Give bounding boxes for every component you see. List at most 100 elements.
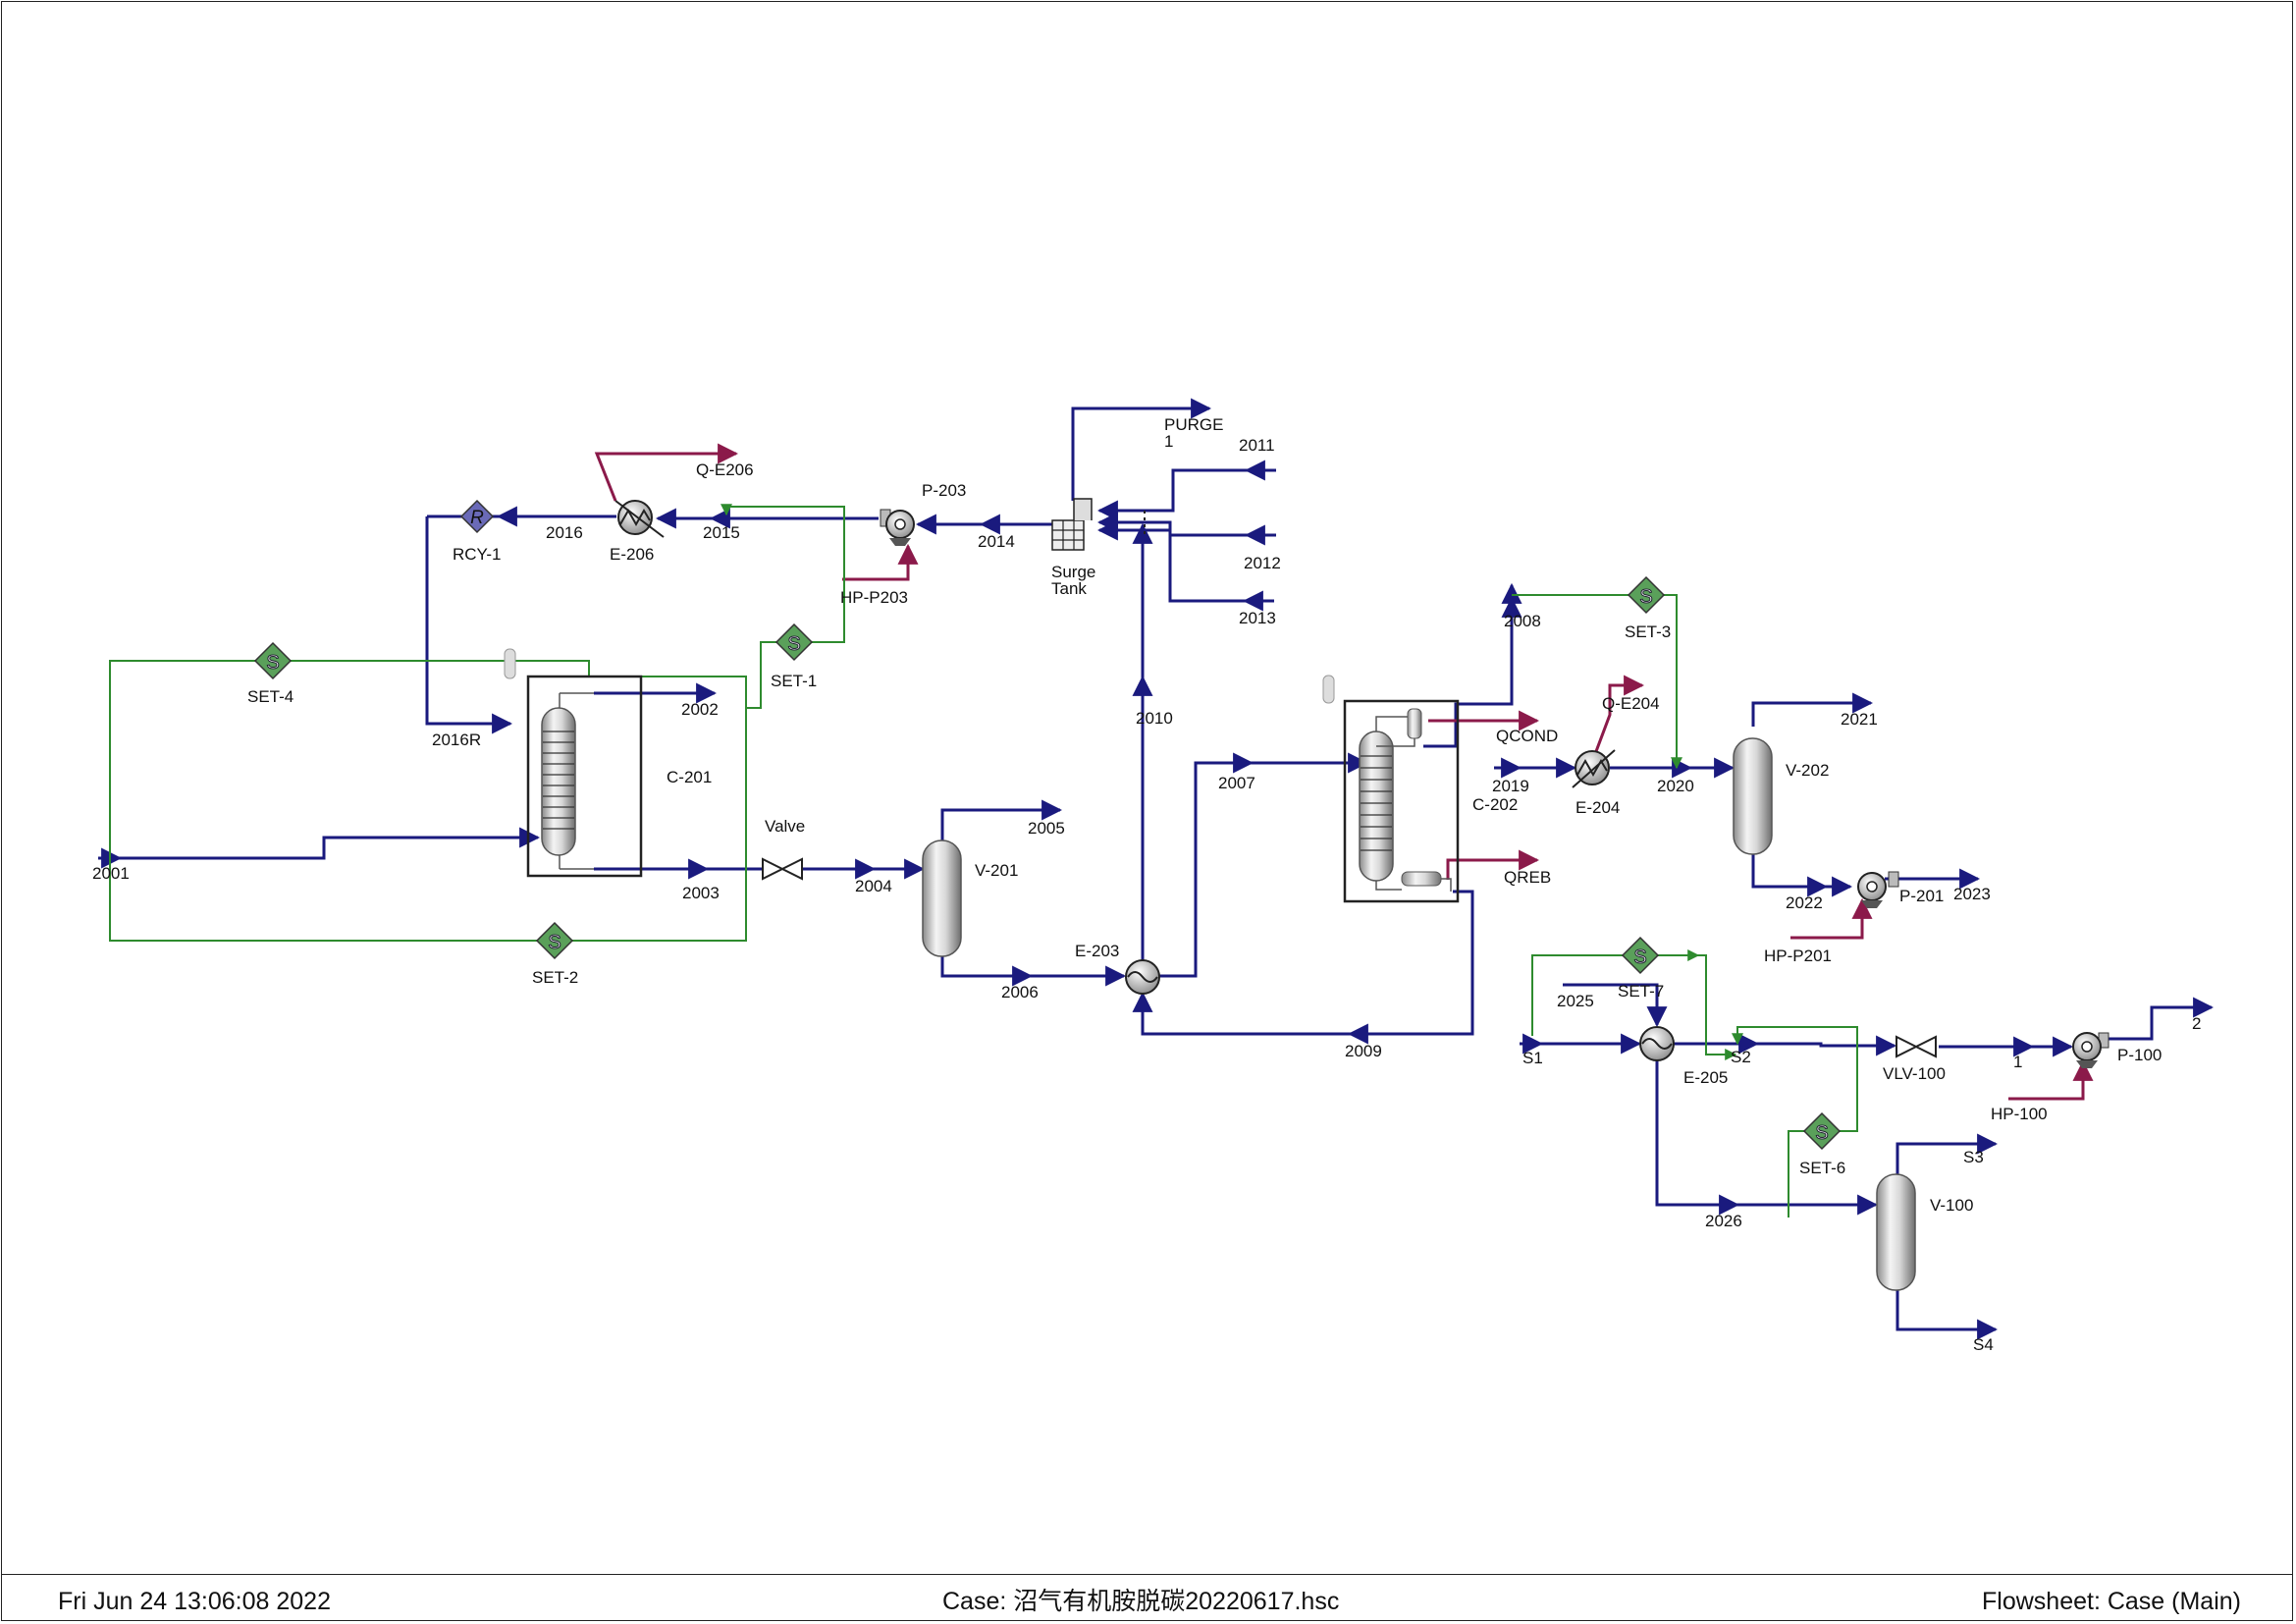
recycle-letter: R <box>470 508 484 528</box>
label-2011: 2011 <box>1239 436 1275 455</box>
label-2014: 2014 <box>978 532 1015 551</box>
stream-s4[interactable] <box>1896 1286 1999 1340</box>
vessel-v-201[interactable] <box>922 839 962 957</box>
energy-streams <box>594 443 2094 1101</box>
stream-2009[interactable] <box>1132 890 1474 1036</box>
energy-q-e206[interactable] <box>594 443 739 502</box>
pump-p-201[interactable] <box>1857 871 1899 908</box>
label-e-203: E-203 <box>1075 942 1119 960</box>
set-letter: S <box>1639 586 1652 608</box>
energy-hp-100[interactable] <box>2008 1059 2094 1101</box>
label-v-202: V-202 <box>1786 761 1829 780</box>
label-2026: 2026 <box>1705 1212 1742 1230</box>
label-hp-100: HP-100 <box>1991 1105 2048 1123</box>
label-set-6: SET-6 <box>1799 1159 1845 1177</box>
label-c-202: C-202 <box>1472 795 1518 814</box>
set-2-operator[interactable]: S <box>535 921 574 960</box>
set-1-operator[interactable]: S <box>774 623 814 662</box>
pump-p-203[interactable] <box>880 509 915 546</box>
label-1: 1 <box>2013 1053 2022 1071</box>
label-set-2: SET-2 <box>532 968 578 987</box>
stream-2005[interactable] <box>940 799 1063 840</box>
label-vlv-100: VLV-100 <box>1883 1064 1946 1083</box>
column-c-202[interactable] <box>1343 699 1460 903</box>
label-q-e206: Q-E206 <box>696 460 754 479</box>
cooler-e-206[interactable] <box>614 500 665 538</box>
stream-2008[interactable] <box>1423 582 1522 748</box>
label-2008: 2008 <box>1504 612 1541 630</box>
stream-purge[interactable] <box>1071 398 1212 501</box>
label-2021: 2021 <box>1841 710 1878 729</box>
label-qcond: QCOND <box>1496 727 1558 745</box>
label-set-1: SET-1 <box>771 672 817 690</box>
label-e-206: E-206 <box>610 545 654 564</box>
label-2016r: 2016R <box>432 731 481 749</box>
energy-q-e204[interactable] <box>1593 675 1645 755</box>
valve-vlv-100[interactable] <box>1896 1035 1937 1058</box>
energy-qreb[interactable] <box>1446 849 1540 880</box>
label-q-e204: Q-E204 <box>1602 694 1660 713</box>
set-3-operator[interactable]: S <box>1627 575 1666 615</box>
column-c-201[interactable] <box>526 675 643 878</box>
stream-s3[interactable] <box>1896 1133 1999 1176</box>
vessel-v-100[interactable] <box>1876 1173 1916 1291</box>
set-6-operator[interactable]: S <box>1802 1111 1842 1151</box>
logic-set2[interactable] <box>109 858 747 942</box>
label-2002: 2002 <box>681 700 719 719</box>
heat-exchanger-e-203[interactable] <box>1125 959 1160 995</box>
label-2013: 2013 <box>1239 609 1276 627</box>
logic-set6[interactable] <box>1737 1026 1858 1218</box>
stream-2007[interactable] <box>1156 752 1369 978</box>
stream-2[interactable] <box>2109 997 2215 1041</box>
stream-2011[interactable] <box>1096 468 1276 521</box>
label-surge: Surge <box>1051 563 1095 581</box>
set-letter: S <box>266 652 279 674</box>
heat-exchanger-e-205[interactable] <box>1639 1026 1675 1061</box>
valve-valve[interactable] <box>762 857 803 881</box>
stream-2013[interactable] <box>1096 519 1274 603</box>
label-set-7: SET-7 <box>1618 982 1664 1001</box>
label-v-201: V-201 <box>975 861 1018 880</box>
label-2012: 2012 <box>1244 554 1281 572</box>
set-4-operator[interactable]: S <box>253 641 293 680</box>
heater-e-204[interactable] <box>1572 749 1616 788</box>
footer-timestamp: Fri Jun 24 13:06:08 2022 <box>58 1588 331 1615</box>
label-s2: S2 <box>1731 1048 1751 1066</box>
stream-2021[interactable] <box>1751 692 1874 727</box>
set-letter: S <box>1633 947 1646 968</box>
stream-2025[interactable] <box>1563 983 1668 1028</box>
footer-case-name: Case: 沼气有机胺脱碳20220617.hsc <box>942 1588 1340 1615</box>
energy-hp-p203[interactable] <box>842 543 919 581</box>
surge-tank[interactable] <box>1051 498 1146 551</box>
recycle-rcy-1[interactable]: R <box>459 499 495 534</box>
stream-2016r[interactable] <box>425 516 513 734</box>
set-7-operator[interactable]: S <box>1621 936 1660 975</box>
stream-2006[interactable] <box>940 952 1127 987</box>
footer-divider <box>2 1574 2292 1575</box>
label-2023: 2023 <box>1953 885 1991 903</box>
label-rcy-1: RCY-1 <box>453 545 501 564</box>
label-e-205: E-205 <box>1683 1068 1728 1087</box>
label-2022: 2022 <box>1786 893 1823 912</box>
label-2005: 2005 <box>1028 819 1065 838</box>
label-2: 2 <box>2192 1014 2201 1033</box>
pump-p-100[interactable] <box>2072 1032 2109 1068</box>
logic-set3[interactable] <box>1512 594 1677 768</box>
stream-2026[interactable] <box>1655 1060 1879 1216</box>
label-s3: S3 <box>1963 1148 1984 1166</box>
label-v-100: V-100 <box>1930 1196 1973 1215</box>
logic-connections <box>109 507 1858 1218</box>
stream-2022[interactable] <box>1751 852 1853 897</box>
label-2007: 2007 <box>1218 774 1255 792</box>
sub-flowsheet-tag-c-202 <box>1322 675 1335 704</box>
energy-hp-p201[interactable] <box>1790 897 1873 940</box>
vessel-v-202[interactable] <box>1733 737 1773 855</box>
labels: PURGE 1 2011 P-203 Q-E206 2016 RCY-1 E-2… <box>92 415 2201 1354</box>
sub-flowsheet-tag-c-201 <box>504 648 516 679</box>
label-2015: 2015 <box>703 523 740 542</box>
label-valve: Valve <box>765 817 805 836</box>
label-2009: 2009 <box>1345 1042 1382 1060</box>
label-set-4: SET-4 <box>247 687 294 706</box>
stream-2001[interactable] <box>98 827 541 860</box>
logic-set1[interactable] <box>726 507 845 709</box>
